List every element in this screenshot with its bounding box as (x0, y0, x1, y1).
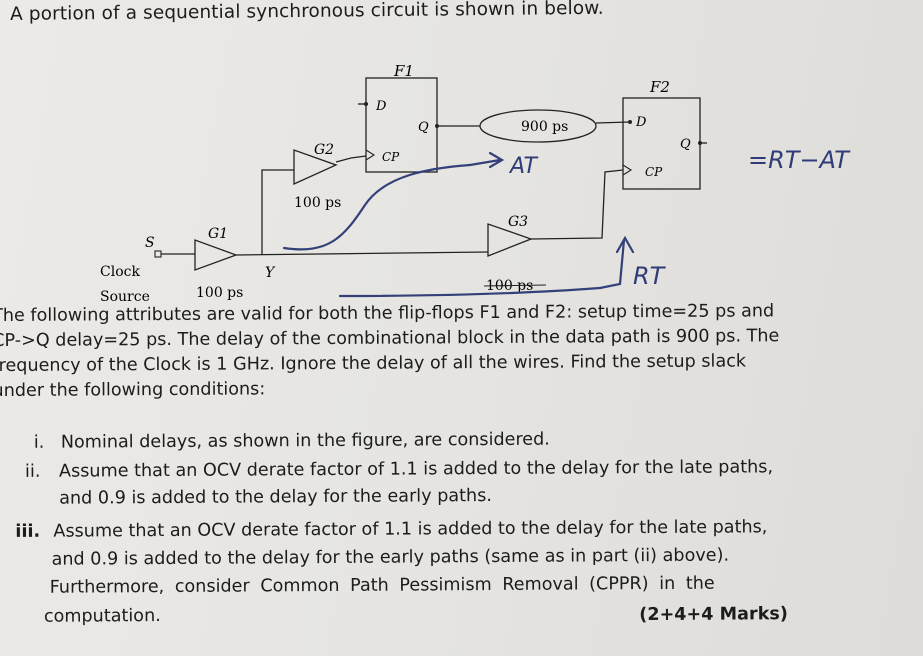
source-pin-label: S (145, 235, 155, 251)
buffer-g2-label: G2 (314, 142, 334, 158)
node-y-label: Y (265, 265, 276, 281)
marks-label: (2+4+4 Marks) (639, 604, 788, 626)
clock-wires (235, 155, 624, 256)
flipflop-f2-d-pin: D (635, 115, 647, 130)
condition-3-line-1: Assume that an OCV derate factor of 1.1 … (53, 517, 768, 542)
condition-3-line-3: Furthermore, consider Common Path Pessim… (49, 573, 715, 598)
paragraph-line-3: frequency of the Clock is 1 GHz. Ignore … (0, 351, 747, 377)
flipflop-f2-q-pin: Q (680, 137, 691, 152)
flipflop-f1: F1 D Q CP (358, 62, 444, 173)
required-path-stroke (338, 286, 602, 298)
flipflop-f1-label: F1 (393, 62, 414, 80)
flipflop-f1-q-pin: Q (418, 120, 429, 135)
condition-2-line-2: and 0.9 is added to the delay for the ea… (59, 485, 492, 509)
handwritten-annotations (282, 151, 635, 298)
required-arrow-shaft (598, 238, 626, 290)
slack-formula-note: =RT−AT (748, 146, 851, 174)
flipflop-f2-clock-symbol (622, 164, 633, 176)
condition-2-line-1: Assume that an OCV derate factor of 1.1 … (58, 457, 774, 482)
flipflop-f1-cp-pin: CP (382, 150, 400, 164)
buffer-g1-label: G1 (208, 226, 228, 242)
arrival-path-stroke (282, 163, 472, 251)
combinational-block: 900 ps (444, 109, 631, 143)
source-pin-square (154, 250, 162, 258)
arrival-arrow-icon (488, 151, 505, 169)
buffer-g2: G2 100 ps (293, 142, 341, 211)
flipflop-f2-label: F2 (649, 78, 670, 96)
required-arrow-icon (615, 235, 635, 254)
flipflop-f2: F2 D Q CP (622, 78, 707, 190)
flipflop-f2-cp-pin: CP (645, 165, 663, 179)
condition-3-line-2: and 0.9 is added to the delay for the ea… (51, 545, 730, 570)
buffer-g3-label: G3 (508, 214, 528, 230)
arrival-arrow-shaft (468, 158, 502, 167)
buffer-g1: G1 100 ps (194, 226, 243, 301)
required-time-note: RT (633, 262, 667, 290)
condition-3-numeral: iii. (15, 521, 41, 542)
buffer-g3: G3 100 ps (483, 214, 547, 294)
clock-source-label-line1: Clock (100, 264, 140, 280)
condition-1-line-1: Nominal delays, as shown in the figure, … (60, 429, 550, 453)
condition-2-numeral: ii. (24, 461, 41, 482)
circuit-diagram: F1 D Q CP 900 ps F2 D Q CP (100, 62, 851, 305)
clock-source-label-line2: Source (100, 289, 150, 305)
condition-3-line-4: computation. (43, 606, 161, 627)
flipflop-f1-d-pin: D (375, 99, 387, 114)
arrival-time-note: AT (508, 154, 538, 179)
condition-1-numeral: i. (33, 432, 45, 453)
flipflop-f1-clock-symbol (365, 149, 376, 161)
buffer-g1-delay: 100 ps (196, 285, 243, 301)
buffer-g2-delay: 100 ps (294, 195, 341, 211)
paragraph-line-4: under the following conditions: (0, 379, 266, 402)
combinational-block-delay: 900 ps (521, 119, 568, 135)
clock-source: S Clock Source (100, 235, 195, 305)
